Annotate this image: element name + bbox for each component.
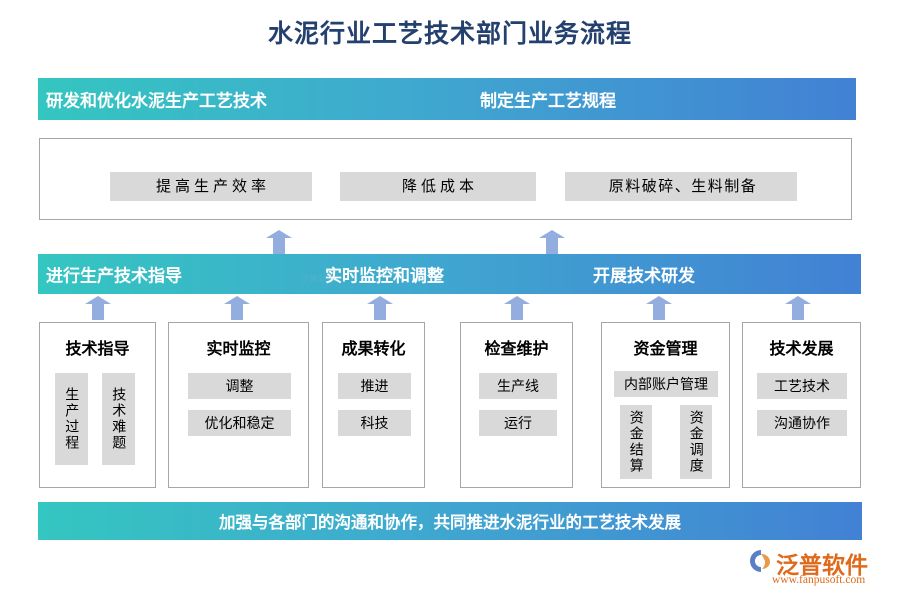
logo-url: www.fanpusoft.com bbox=[772, 574, 866, 586]
outcome-chip-improve-efficiency[interactable]: 提高生产效率 bbox=[110, 172, 312, 201]
process-card-2-item-1[interactable]: 科技 bbox=[338, 410, 411, 436]
arrow-stem bbox=[231, 302, 243, 320]
summary-band-label: 加强与各部门的沟通和协作，共同推进水泥行业的工艺技术发展 bbox=[219, 514, 681, 532]
arrow-stem bbox=[511, 302, 523, 320]
process-card-title-2: 成果转化 bbox=[341, 341, 406, 358]
band-top-label-0: 研发和优化水泥生产工艺技术 bbox=[46, 91, 267, 111]
flow-arrow-to-middle-band-0 bbox=[266, 230, 292, 254]
arrow-head-icon bbox=[85, 296, 111, 304]
flow-arrow-to-card-2 bbox=[367, 296, 393, 320]
arrow-head-icon bbox=[367, 296, 393, 304]
process-card-1[interactable]: 实时监控调整优化和稳定 bbox=[168, 322, 309, 488]
flow-arrow-to-card-5 bbox=[785, 296, 811, 320]
arrow-head-icon bbox=[266, 230, 292, 238]
process-card-title-4: 资金管理 bbox=[633, 341, 698, 358]
arrow-stem bbox=[92, 302, 104, 320]
process-card-0[interactable]: 技术指导生产过程技术难题 bbox=[39, 322, 156, 488]
process-card-1-item-1[interactable]: 优化和稳定 bbox=[188, 410, 291, 436]
process-card-4-item-0[interactable]: 内部账户管理 bbox=[614, 371, 718, 397]
arrow-stem bbox=[546, 236, 558, 254]
process-card-3[interactable]: 检查维护生产线运行 bbox=[460, 322, 573, 488]
outcome-chip-raw-material[interactable]: 原料破碎、生料制备 bbox=[565, 172, 797, 201]
process-card-4-item-1[interactable]: 资金结算 bbox=[620, 405, 652, 479]
process-card-5[interactable]: 技术发展工艺技术沟通协作 bbox=[742, 322, 861, 488]
arrow-head-icon bbox=[539, 230, 565, 238]
process-card-title-0: 技术指导 bbox=[65, 341, 130, 358]
process-card-3-item-0[interactable]: 生产线 bbox=[479, 373, 557, 399]
arrow-stem bbox=[374, 302, 386, 320]
process-card-2-item-0[interactable]: 推进 bbox=[338, 373, 411, 399]
process-band-middle: 进行生产技术指导 实时监控和调整 开展技术研发 bbox=[38, 254, 861, 294]
logo-mark-icon bbox=[750, 550, 770, 572]
process-card-title-3: 检查维护 bbox=[484, 341, 549, 358]
flow-arrow-to-card-4 bbox=[646, 296, 672, 320]
process-band-top: 研发和优化水泥生产工艺技术 制定生产工艺规程 bbox=[38, 78, 856, 120]
band-middle-label-1: 实时监控和调整 bbox=[325, 266, 444, 286]
outcome-chip-reduce-cost[interactable]: 降低成本 bbox=[340, 172, 536, 201]
arrow-stem bbox=[653, 302, 665, 320]
band-middle-label-0: 进行生产技术指导 bbox=[46, 266, 182, 286]
band-top-label-1: 制定生产工艺规程 bbox=[480, 91, 616, 111]
process-card-0-item-0[interactable]: 生产过程 bbox=[55, 373, 88, 465]
arrow-head-icon bbox=[504, 296, 530, 304]
logo-brand-name: 泛普软件 bbox=[776, 552, 868, 578]
process-card-0-item-1[interactable]: 技术难题 bbox=[102, 373, 135, 465]
arrow-stem bbox=[273, 236, 285, 254]
process-card-4-item-2[interactable]: 资金调度 bbox=[680, 405, 712, 479]
arrow-stem bbox=[792, 302, 804, 320]
process-card-1-item-0[interactable]: 调整 bbox=[188, 373, 291, 399]
page-title: 水泥行业工艺技术部门业务流程 bbox=[267, 20, 632, 48]
process-card-5-item-1[interactable]: 沟通协作 bbox=[757, 410, 847, 436]
arrow-head-icon bbox=[785, 296, 811, 304]
process-card-5-item-0[interactable]: 工艺技术 bbox=[757, 373, 847, 399]
arrow-head-icon bbox=[646, 296, 672, 304]
process-card-3-item-1[interactable]: 运行 bbox=[479, 410, 557, 436]
summary-band: 加强与各部门的沟通和协作，共同推进水泥行业的工艺技术发展 bbox=[38, 502, 862, 540]
process-card-title-1: 实时监控 bbox=[206, 341, 271, 358]
flow-arrow-to-card-3 bbox=[504, 296, 530, 320]
process-card-2[interactable]: 成果转化推进科技 bbox=[322, 322, 425, 488]
flow-arrow-to-card-0 bbox=[85, 296, 111, 320]
process-card-title-5: 技术发展 bbox=[769, 341, 834, 358]
arrow-head-icon bbox=[224, 296, 250, 304]
band-middle-label-2: 开展技术研发 bbox=[593, 266, 695, 286]
flow-arrow-to-middle-band-1 bbox=[539, 230, 565, 254]
flow-arrow-to-card-1 bbox=[224, 296, 250, 320]
brand-logo: 泛普软件 www.fanpusoft.com bbox=[748, 548, 888, 592]
process-card-4[interactable]: 资金管理内部账户管理资金结算资金调度 bbox=[601, 322, 730, 488]
